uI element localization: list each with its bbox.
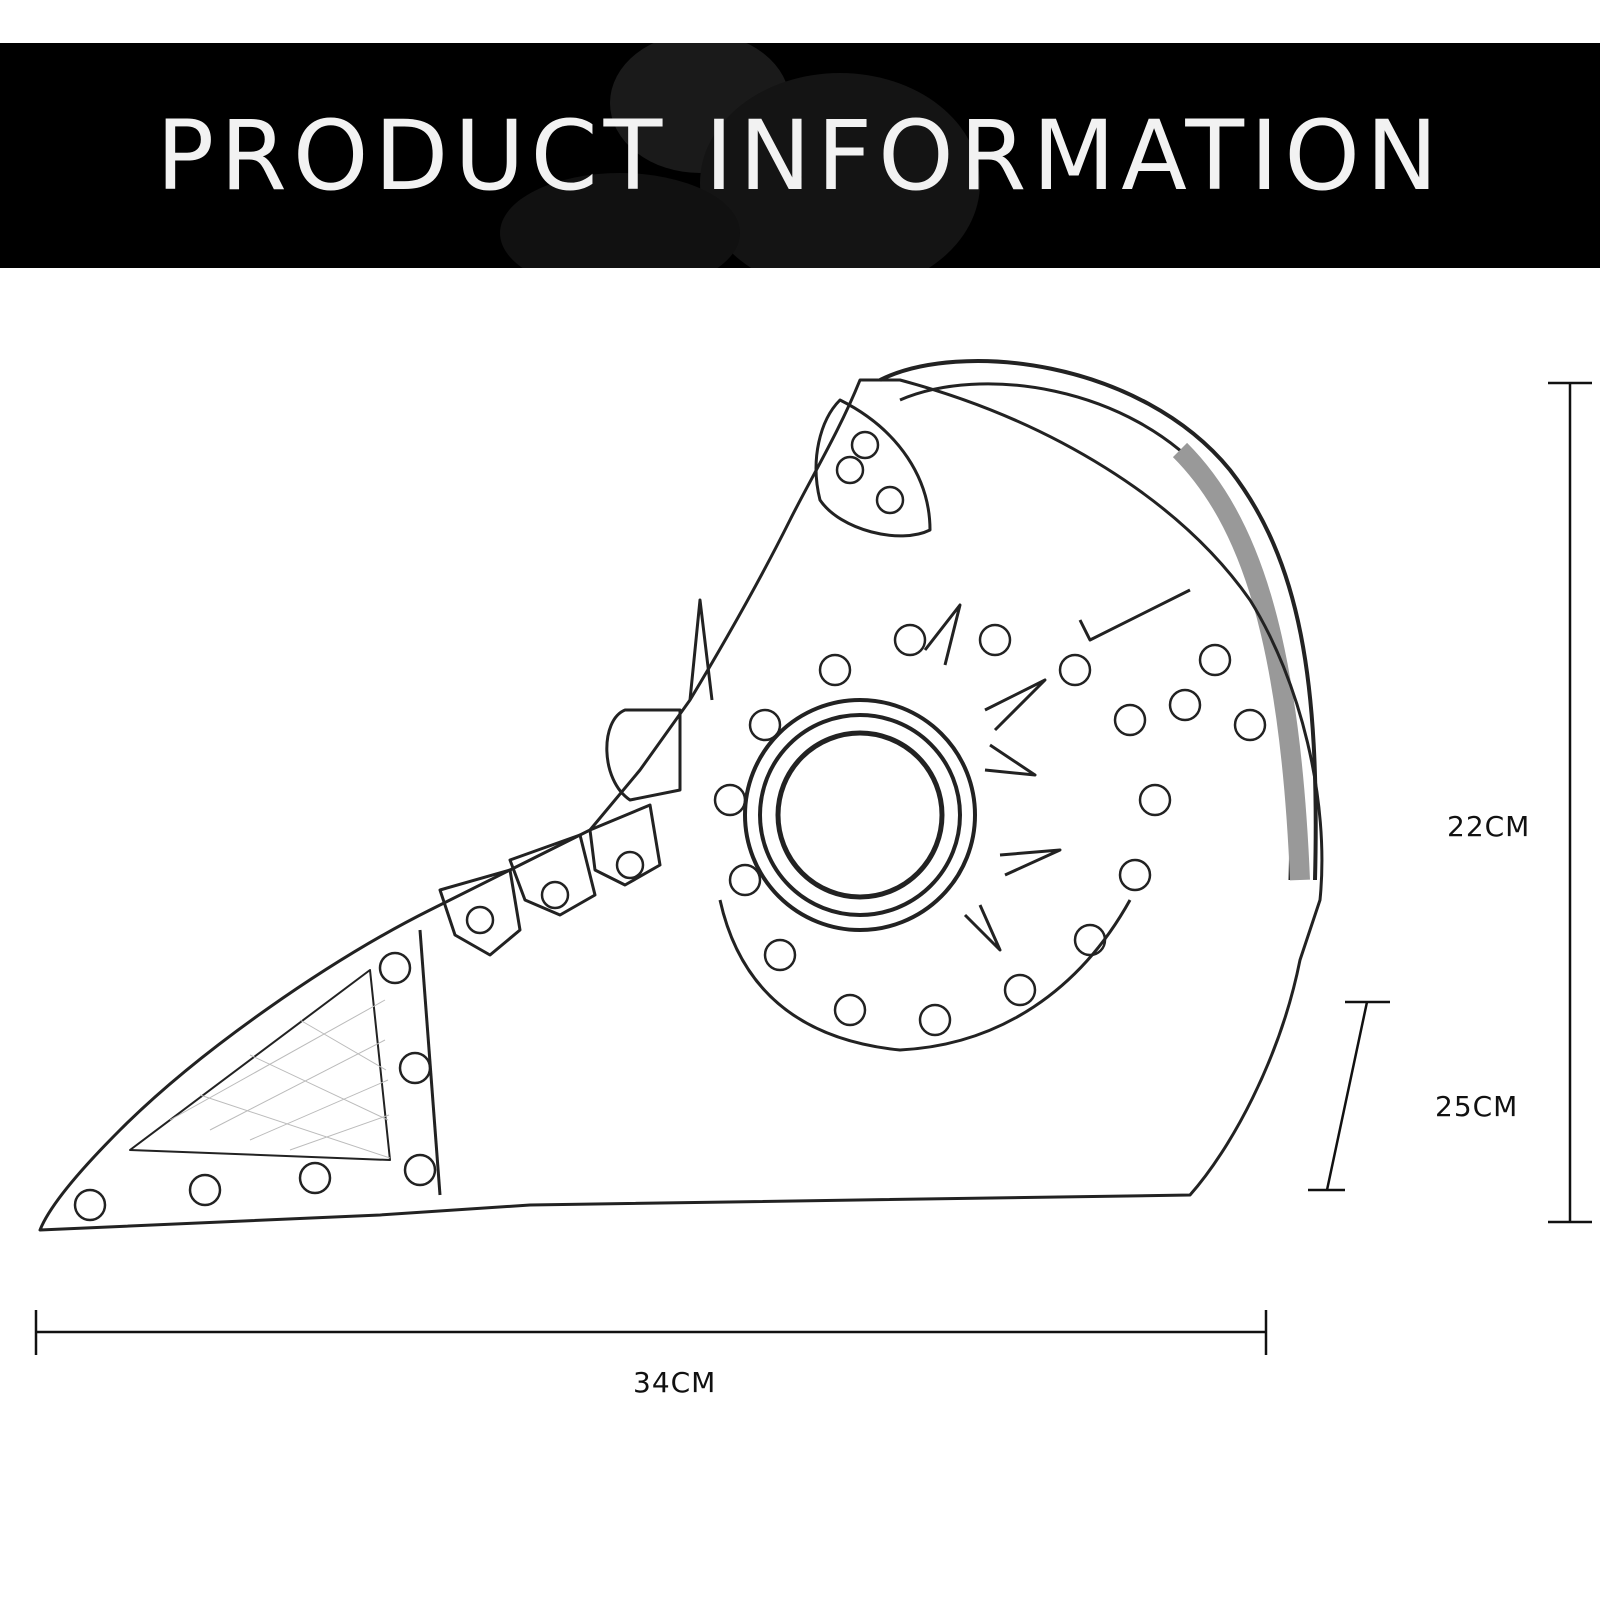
dimension-length-label: 34CM: [633, 1366, 717, 1399]
dimension-depth-label: 25CM: [1435, 1090, 1519, 1123]
dimension-height-label: 22CM: [1447, 810, 1531, 843]
dimension-depth-line: [1308, 1000, 1390, 1192]
plague-mask-illustration: [38, 359, 1324, 1232]
dimension-length-line: [34, 1310, 1268, 1355]
page-title: PRODUCT INFORMATION: [156, 99, 1444, 212]
banner-background-figure: [500, 43, 980, 268]
dimension-height-line: [1548, 381, 1592, 1224]
header-banner: PRODUCT INFORMATION: [0, 43, 1600, 268]
